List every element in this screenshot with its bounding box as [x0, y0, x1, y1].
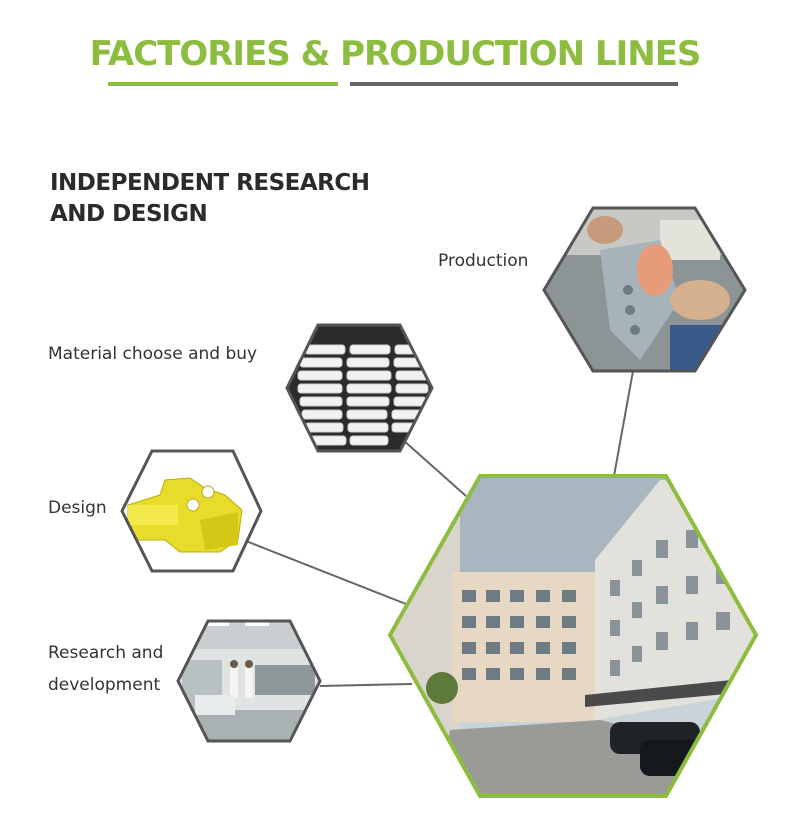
factory-hex-border — [387, 474, 759, 798]
label-research: Research and development — [48, 637, 163, 701]
lab-image — [176, 619, 322, 743]
connector-research — [319, 683, 413, 687]
label-research-line2: development — [48, 675, 161, 695]
connector-material — [402, 439, 467, 497]
section-heading: INDEPENDENT RESEARCH AND DESIGN — [50, 168, 370, 230]
section-heading-line1: INDEPENDENT RESEARCH — [50, 170, 370, 196]
material-hex-border — [285, 323, 434, 453]
label-research-line1: Research and — [48, 643, 164, 663]
connector-design — [245, 540, 407, 605]
label-material: Material choose and buy — [48, 344, 258, 364]
design-hex-border — [120, 449, 263, 573]
production-image — [542, 206, 747, 373]
section-heading-line2: AND DESIGN — [50, 201, 208, 227]
lab-hex-border — [176, 619, 322, 743]
production-hex-border — [542, 206, 747, 373]
design-image — [120, 449, 263, 573]
title-underline-green — [108, 82, 338, 86]
page-title: FACTORIES & PRODUCTION LINES — [89, 34, 702, 74]
title-underline-gray — [350, 82, 678, 86]
factory-image — [387, 474, 759, 798]
material-image — [285, 323, 434, 453]
label-production: Production — [438, 251, 529, 271]
connector-production — [613, 370, 634, 477]
label-design: Design — [48, 498, 107, 518]
